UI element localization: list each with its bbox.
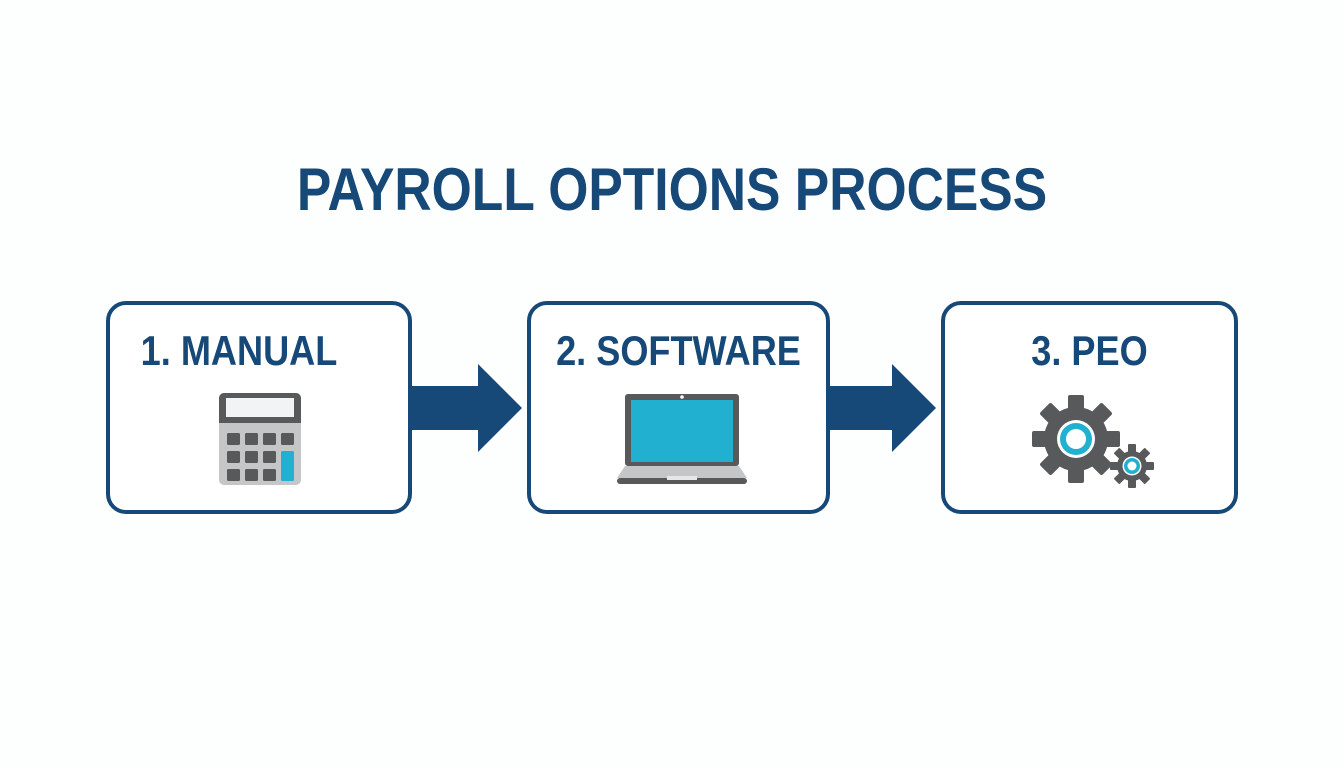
step-label-software: 2. SOFTWARE [556,327,801,374]
step-box-manual: 1. MANUAL [106,301,412,514]
step-label-peo: 3. PEO [1031,327,1148,374]
diagram-title: PAYROLL OPTIONS PROCESS [296,156,1048,223]
step-box-peo: 3. PEO [941,301,1238,514]
gears-icon [1032,395,1154,488]
calculator-icon [219,393,301,485]
step-label-manual: 1. MANUAL [140,327,338,374]
arrow-right-icon [826,364,936,452]
step-box-software: 2. SOFTWARE [527,301,830,514]
arrow-right-icon [410,364,522,452]
laptop-icon [617,394,747,484]
